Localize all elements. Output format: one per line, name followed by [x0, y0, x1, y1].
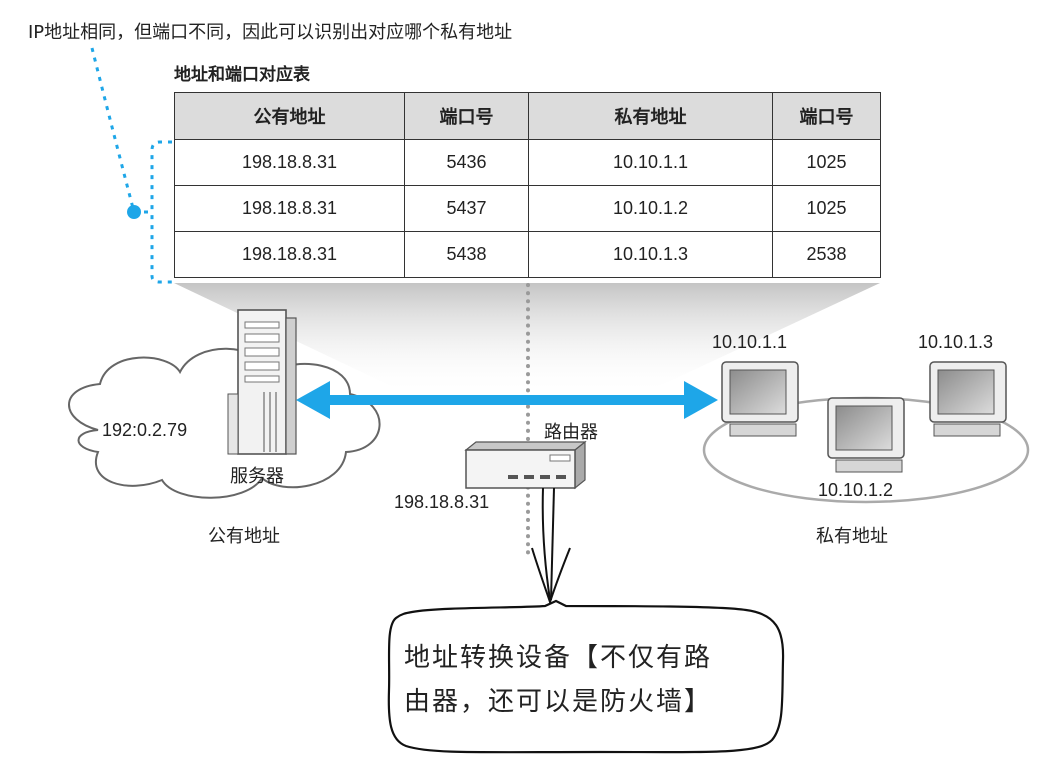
annotation-text: IP地址相同，但端口不同，因此可以识别出对应哪个私有地址 [28, 22, 513, 43]
note-text: 地址转换设备【不仅有路 由器，还可以是防火墙】 [404, 636, 774, 724]
table-projection-fan [174, 283, 880, 395]
table-row: 198.18.8.31 5438 10.10.1.3 2538 [174, 231, 881, 278]
pc-icon [721, 361, 799, 437]
router-icon [464, 440, 587, 490]
table-cell: 1025 [772, 139, 881, 186]
table-row: 198.18.8.31 5436 10.10.1.1 1025 [174, 139, 881, 186]
note-box [387, 599, 785, 754]
router-ip-label: 198.18.8.31 [394, 492, 490, 512]
private-network-label: 私有地址 [816, 526, 888, 546]
pc3-ip-label: 10.10.1.3 [918, 332, 994, 352]
header-port: 端口号 [772, 92, 881, 140]
table-row: 198.18.8.31 5437 10.10.1.2 1025 [174, 185, 881, 232]
annotation-leader [90, 47, 172, 284]
table-cell: 5438 [404, 231, 529, 278]
pc2-ip-label: 10.10.1.2 [818, 480, 894, 500]
note-line: 由器，还可以是防火墙】 [404, 687, 713, 717]
table-cell: 198.18.8.31 [174, 231, 405, 278]
table-cell: 198.18.8.31 [174, 139, 405, 186]
header-public-address: 公有地址 [174, 92, 405, 140]
pc-icon [929, 361, 1007, 437]
table-header-row: 公有地址 端口号 私有地址 端口号 [174, 92, 881, 140]
table-cell: 1025 [772, 185, 881, 232]
pc-icon [827, 397, 905, 473]
table-cell: 10.10.1.2 [528, 185, 773, 232]
table-cell: 10.10.1.1 [528, 139, 773, 186]
table-cell: 2538 [772, 231, 881, 278]
header-port: 端口号 [404, 92, 529, 140]
note-line: 地址转换设备【不仅有路 [404, 643, 713, 673]
table-cell: 198.18.8.31 [174, 185, 405, 232]
cloud-ip-label: 192:0.2.79 [102, 420, 188, 440]
router-label: 路由器 [544, 422, 598, 442]
annotation-dot [127, 205, 141, 219]
down-arrow-icon [531, 487, 571, 606]
header-private-address: 私有地址 [528, 92, 773, 140]
public-cloud [68, 347, 381, 499]
table-cell: 5436 [404, 139, 529, 186]
server-label: 服务器 [230, 466, 284, 486]
nat-table: 公有地址 端口号 私有地址 端口号 198.18.8.31 5436 10.10… [174, 92, 881, 278]
server-icon [227, 309, 297, 455]
table-cell: 5437 [404, 185, 529, 232]
table-cell: 10.10.1.3 [528, 231, 773, 278]
public-network-label: 公有地址 [208, 526, 280, 546]
table-caption: 地址和端口对应表 [174, 65, 310, 85]
double-arrow-icon [296, 381, 718, 419]
pc1-ip-label: 10.10.1.1 [712, 332, 788, 352]
